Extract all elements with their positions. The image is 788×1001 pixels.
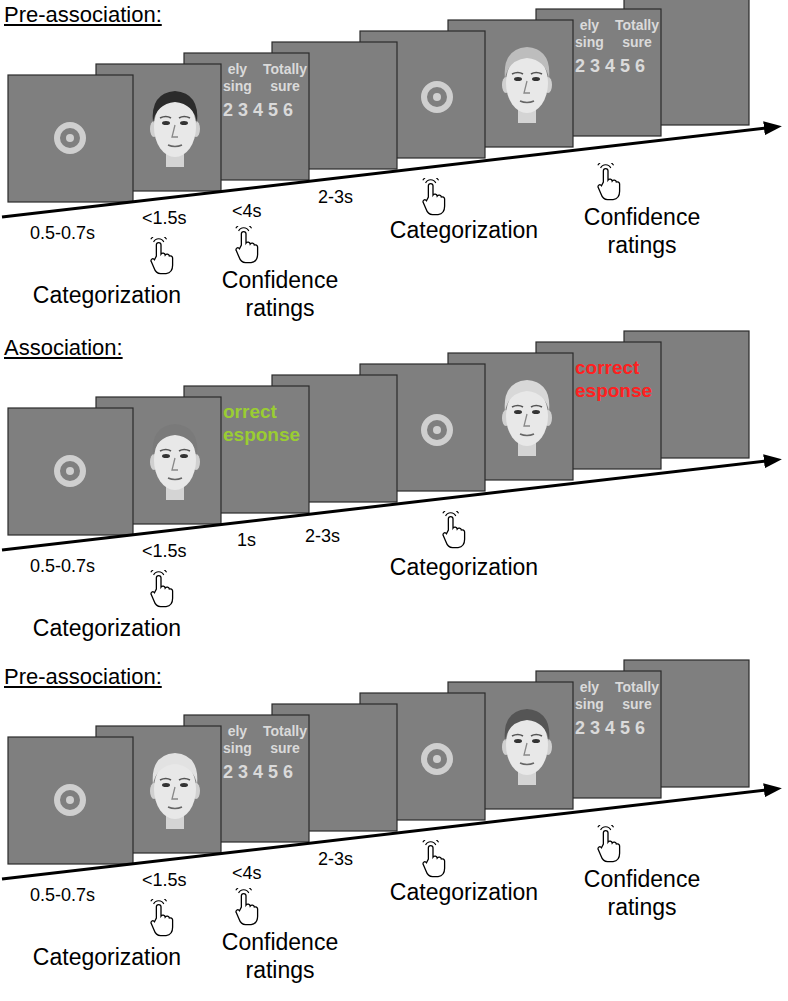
duration-label: 2-3s — [318, 848, 353, 870]
response-label: Categorization — [33, 281, 181, 309]
duration-label: <1.5s — [142, 207, 187, 229]
duration-label: <4s — [232, 200, 262, 222]
rating-numbers: 2 3 4 5 6 — [223, 762, 307, 783]
scale-end-label: Totally sure — [263, 723, 307, 757]
duration-label: 0.5-0.7s — [30, 555, 95, 577]
duration-label: <1.5s — [142, 540, 187, 562]
panel-title: Pre-association: — [4, 2, 162, 28]
response-label: Categorization — [390, 216, 538, 244]
feedback-text: orrect esponse — [223, 400, 300, 446]
scale-end-label: ely sing — [575, 679, 604, 713]
scale-row: ely sing Totally sure — [223, 723, 307, 757]
response-label: Categorization — [390, 878, 538, 906]
scale-end-label: ely sing — [223, 723, 252, 757]
scale-end-label: ely sing — [575, 17, 604, 51]
feedback-screen: correct esponse — [575, 344, 659, 402]
confidence-screen: ely sing Totally sure 2 3 4 5 6 — [575, 673, 659, 739]
feedback-text: correct esponse — [575, 356, 652, 402]
confidence-screen: ely sing Totally sure 2 3 4 5 6 — [223, 55, 307, 121]
duration-label: <4s — [232, 862, 262, 884]
scale-end-label: Totally sure — [615, 679, 659, 713]
duration-label: <1.5s — [142, 869, 187, 891]
duration-label: 2-3s — [318, 186, 353, 208]
rating-numbers: 2 3 4 5 6 — [575, 718, 659, 739]
scale-end-label: ely sing — [223, 61, 252, 95]
response-label: Categorization — [33, 943, 181, 971]
response-label: Confidence ratings — [222, 928, 338, 984]
response-label: Confidence ratings — [222, 266, 338, 322]
duration-label: 2-3s — [305, 525, 340, 547]
response-label: Categorization — [390, 553, 538, 581]
scale-end-label: Totally sure — [615, 17, 659, 51]
confidence-screen: ely sing Totally sure 2 3 4 5 6 — [575, 11, 659, 77]
duration-label: 0.5-0.7s — [30, 884, 95, 906]
panel-title: Association: — [4, 335, 123, 361]
rating-numbers: 2 3 4 5 6 — [575, 56, 659, 77]
duration-label: 0.5-0.7s — [30, 222, 95, 244]
scale-end-label: Totally sure — [263, 61, 307, 95]
panel-title: Pre-association: — [4, 664, 162, 690]
response-label: Categorization — [33, 614, 181, 642]
response-label: Confidence ratings — [584, 203, 700, 259]
scale-row: ely sing Totally sure — [575, 17, 659, 51]
rating-numbers: 2 3 4 5 6 — [223, 100, 307, 121]
feedback-screen: orrect esponse — [223, 388, 307, 446]
response-label: Confidence ratings — [584, 865, 700, 921]
scale-row: ely sing Totally sure — [575, 679, 659, 713]
duration-label: 1s — [237, 529, 256, 551]
confidence-screen: ely sing Totally sure 2 3 4 5 6 — [223, 717, 307, 783]
scale-row: ely sing Totally sure — [223, 61, 307, 95]
